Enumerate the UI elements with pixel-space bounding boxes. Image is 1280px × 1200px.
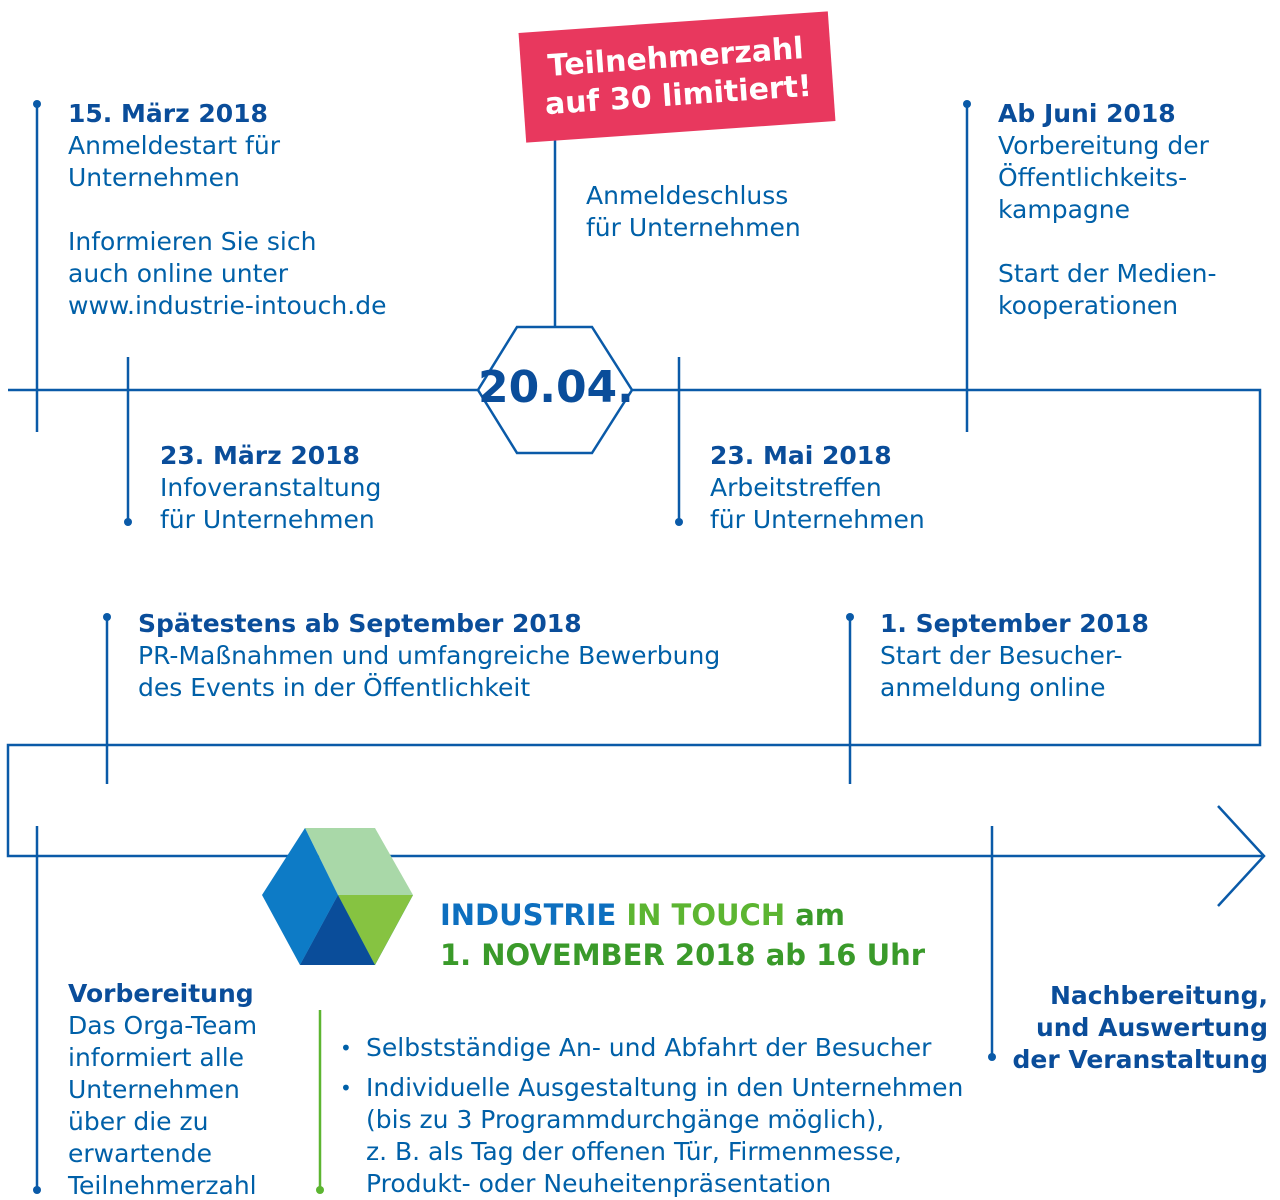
marker-m2-dot [124, 518, 132, 526]
timeline-path [6, 388, 1262, 858]
milestone-line: Anmeldestart für [68, 131, 280, 160]
milestone-date: Ab Juni 2018 [998, 99, 1176, 128]
closing-line: der Veranstaltung [1012, 1045, 1268, 1074]
milestone-line: für Unternehmen [160, 505, 375, 534]
milestone-line: Arbeitstreffen [710, 473, 882, 502]
marker-m6-dot [103, 613, 111, 621]
milestone-m8: Vorbereitung Das Orga-Team informiert al… [68, 978, 257, 1200]
milestone-line: Teilnehmerzahl [68, 1171, 257, 1200]
milestone-line: Unternehmen [68, 163, 240, 192]
bullet-line: Selbstständige An- und Abfahrt der Besuc… [366, 1033, 932, 1062]
milestone-line: über die zu [68, 1107, 209, 1136]
marker-bullets-dot [316, 1186, 324, 1194]
marker-m8-dot [33, 1186, 41, 1194]
milestone-m4: 23. Mai 2018 Arbeitstreffen für Unterneh… [710, 440, 925, 536]
milestone-line: für Unternehmen [586, 213, 801, 242]
hexagon-date: 20.04. [478, 362, 634, 413]
event-word-intouch: IN TOUCH [626, 898, 786, 932]
milestone-line: Anmeldeschluss [586, 181, 789, 210]
milestone-date: Spätestens ab September 2018 [138, 609, 582, 638]
closing-label: Nachbereitung, und Auswertung der Verans… [1012, 980, 1268, 1076]
list-item: Individuelle Ausgestaltung in den Untern… [340, 1072, 963, 1200]
marker-m5-dot [963, 100, 971, 108]
milestone-date: 1. September 2018 [880, 609, 1149, 638]
milestone-m3: Anmeldeschluss für Unternehmen [586, 180, 801, 244]
marker-m7-dot [846, 613, 854, 621]
milestone-line: erwartende [68, 1139, 212, 1168]
cube-logo-icon [262, 828, 413, 965]
milestone-line: anmeldung online [880, 673, 1106, 702]
milestone-link[interactable]: www.industrie-intouch.de [68, 291, 387, 320]
milestone-line: kampagne [998, 195, 1130, 224]
event-bullet-list: Selbstständige An- und Abfahrt der Besuc… [340, 1032, 963, 1200]
milestone-line: kooperationen [998, 291, 1179, 320]
date-hexagon-shape [476, 325, 634, 455]
milestone-line: Infoveranstaltung [160, 473, 382, 502]
milestone-m2: 23. März 2018 Infoveranstaltung für Unte… [160, 440, 381, 536]
bullet-line: Produkt- oder Neuheitenpräsentation [366, 1169, 832, 1198]
milestone-m5: Ab Juni 2018 Vorbereitung der Öffentlich… [998, 98, 1217, 322]
closing-line: Nachbereitung, [1049, 981, 1268, 1010]
milestone-line: auch online unter [68, 259, 289, 288]
event-word-am: am [795, 898, 845, 932]
bullet-line: Individuelle Ausgestaltung in den Untern… [366, 1073, 964, 1102]
milestone-line: Unternehmen [68, 1075, 240, 1104]
milestone-line: Informieren Sie sich [68, 227, 317, 256]
list-item: Selbstständige An- und Abfahrt der Besuc… [340, 1032, 963, 1064]
timeline-arrow-icon [1217, 805, 1266, 907]
event-date: 1. NOVEMBER 2018 ab 16 Uhr [440, 938, 926, 972]
milestone-line: Start der Medien- [998, 259, 1217, 288]
limit-badge: Teilnehmerzahl auf 30 limitiert! [518, 11, 836, 143]
event-title: INDUSTRIE IN TOUCH am 1. NOVEMBER 2018 a… [440, 895, 925, 975]
milestone-date: 23. März 2018 [160, 441, 360, 470]
marker-m1-dot [33, 100, 41, 108]
event-word-industrie: INDUSTRIE [440, 898, 617, 932]
milestone-line: Das Orga-Team [68, 1011, 258, 1040]
milestone-line: für Unternehmen [710, 505, 925, 534]
milestone-m1: 15. März 2018 Anmeldestart für Unternehm… [68, 98, 386, 322]
milestone-line: PR-Maßnahmen und umfangreiche Bewerbung [138, 641, 721, 670]
marker-closing-dot [988, 1053, 996, 1061]
milestone-date: 15. März 2018 [68, 99, 268, 128]
milestone-m6: Spätestens ab September 2018 PR-Maßnahme… [138, 608, 720, 704]
milestone-m7: 1. September 2018 Start der Besucher- an… [880, 608, 1149, 704]
milestone-line: des Events in der Öffentlichkeit [138, 673, 531, 702]
milestone-date: Vorbereitung [68, 979, 254, 1008]
marker-m4-dot [675, 518, 683, 526]
milestone-line: Start der Besucher- [880, 641, 1123, 670]
milestone-date: 23. Mai 2018 [710, 441, 892, 470]
bullet-line: z. B. als Tag der offenen Tür, Firmenmes… [366, 1137, 902, 1166]
milestone-line: Vorbereitung der [998, 131, 1209, 160]
milestone-line: Öffentlichkeits- [998, 163, 1188, 192]
milestone-line: informiert alle [68, 1043, 245, 1072]
bullet-line: (bis zu 3 Programmdurchgänge möglich), [366, 1105, 885, 1134]
closing-line: und Auswertung [1035, 1013, 1268, 1042]
